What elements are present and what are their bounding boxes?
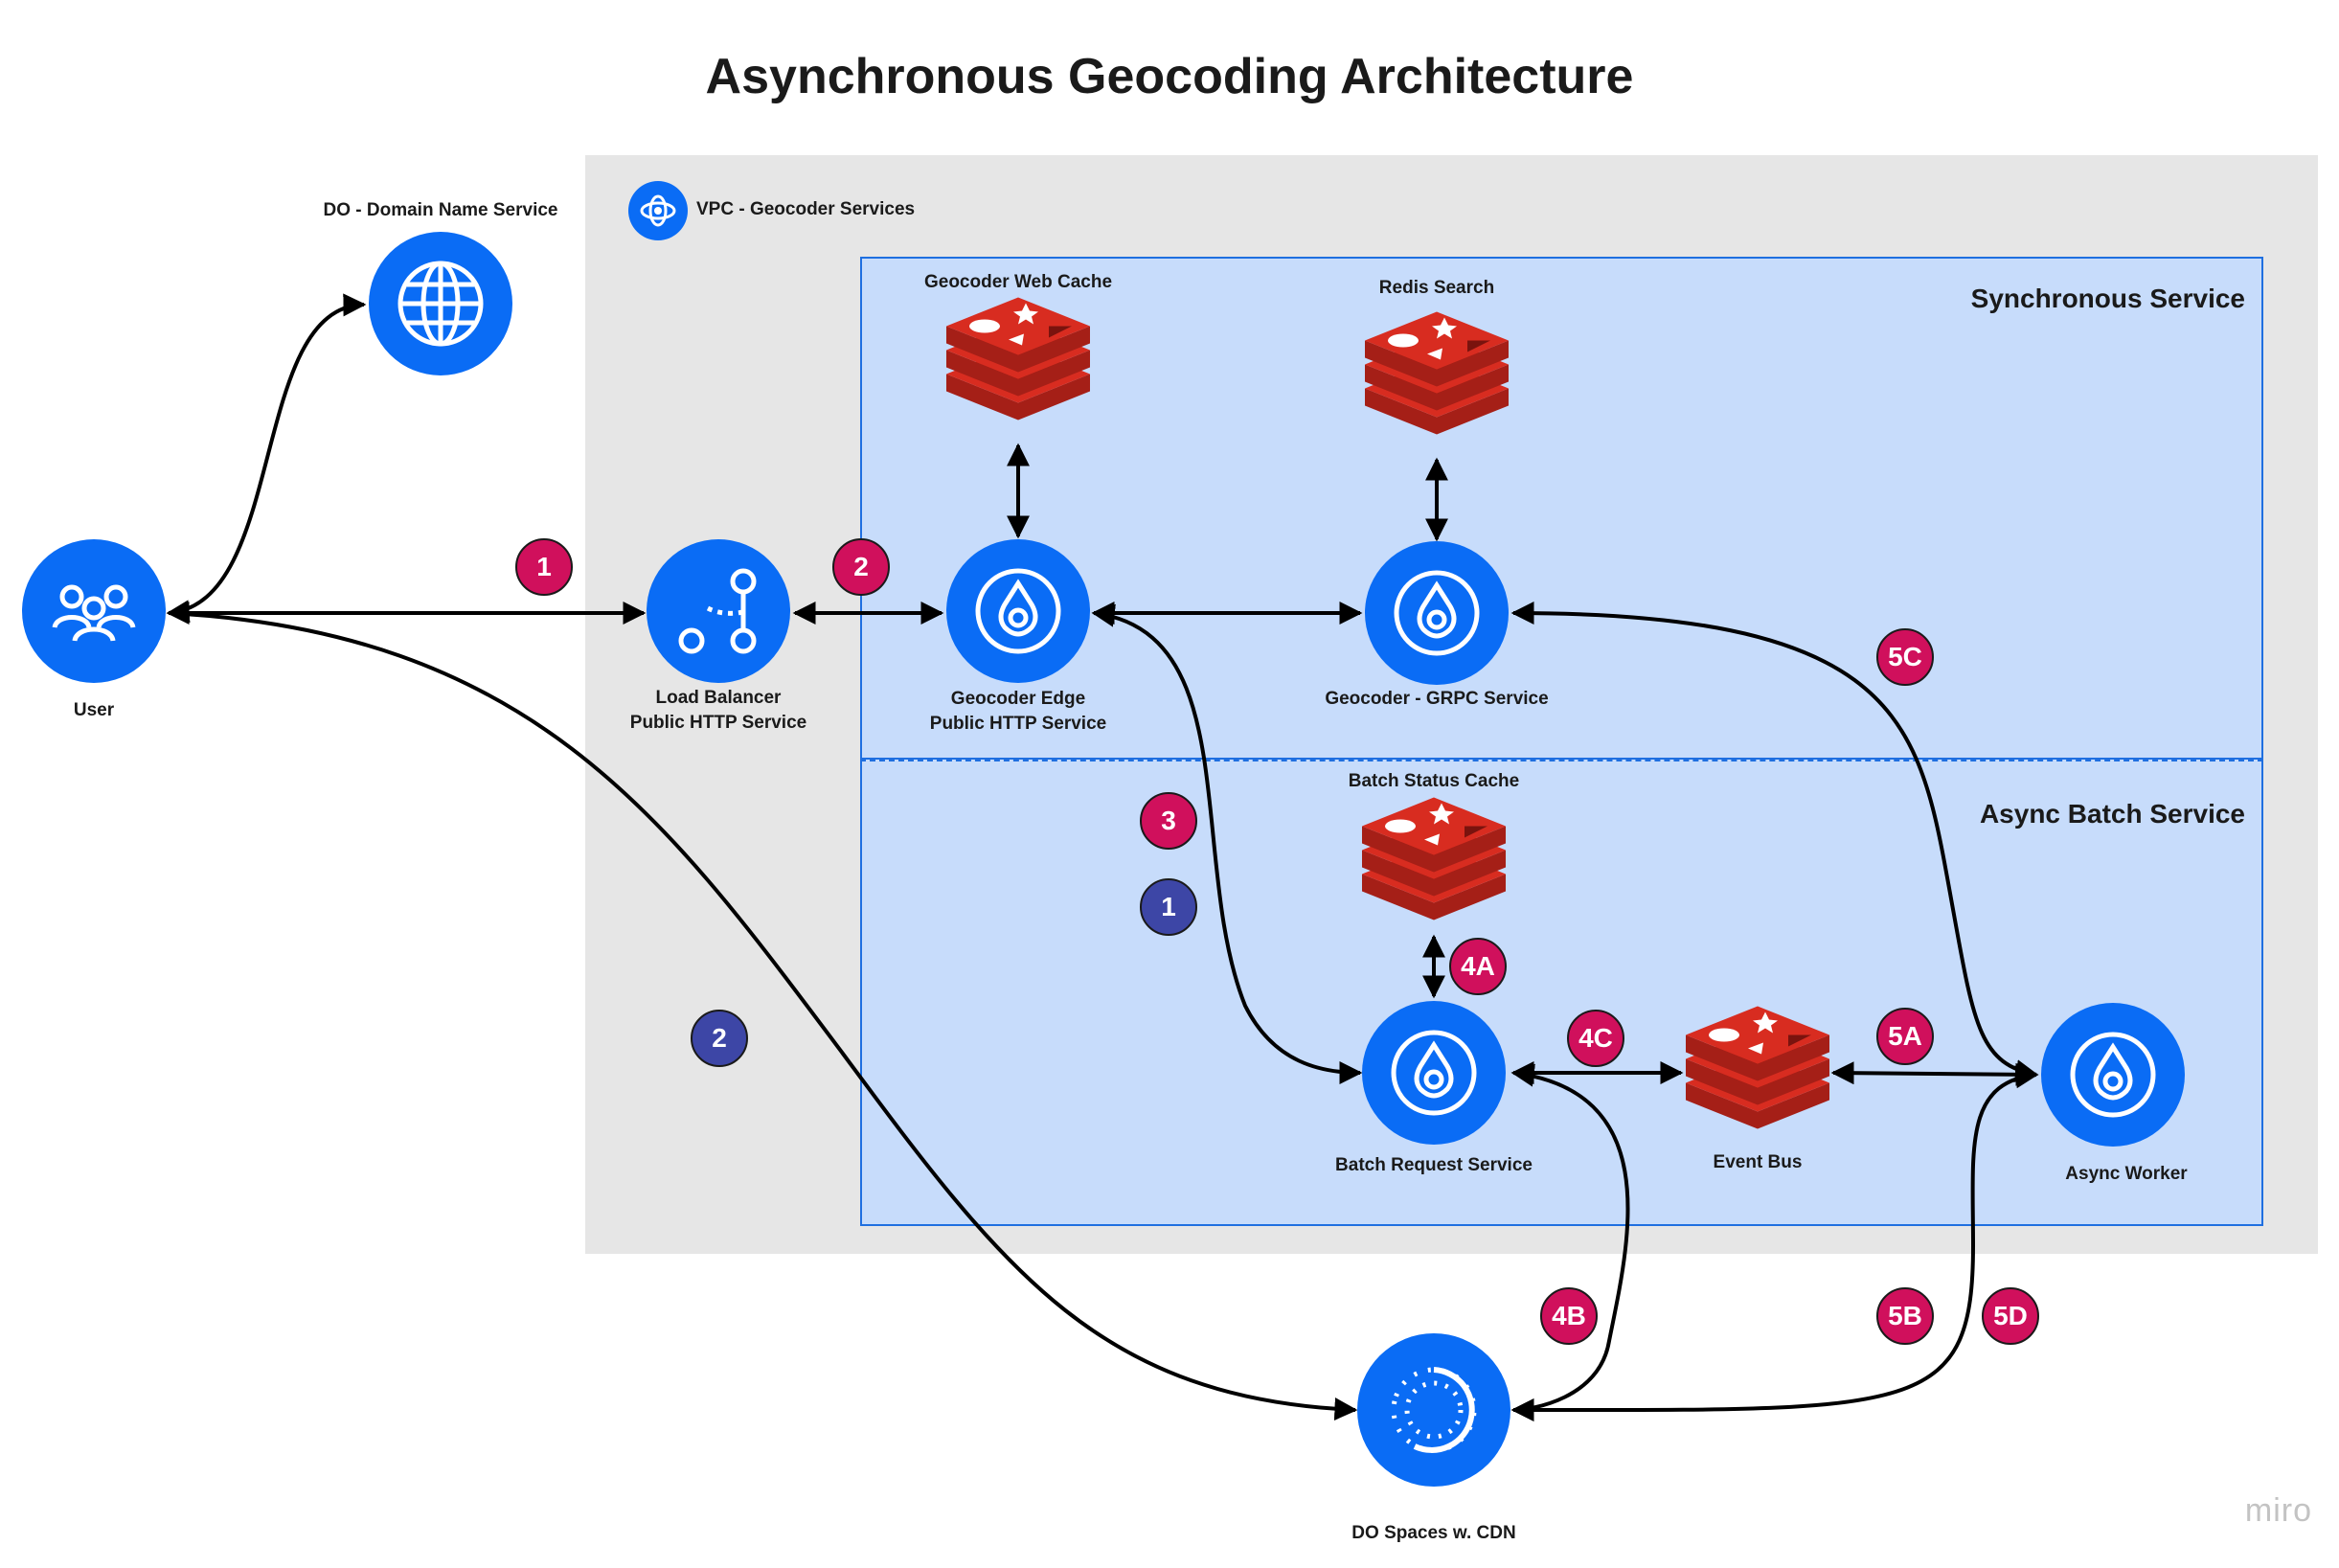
async-step-badge-2: 2 (691, 1010, 748, 1067)
batch-request-icon[interactable] (1362, 1001, 1506, 1145)
geocoder-edge-icon[interactable] (946, 539, 1090, 683)
batch-status-cache-redis-icon[interactable] (1357, 797, 1510, 927)
load-balancer-label-line2: Public HTTP Service (629, 713, 807, 733)
step-badge-4b: 4B (1540, 1287, 1598, 1345)
vpc-icon (628, 181, 688, 240)
spaces-cdn-icon[interactable] (1357, 1333, 1510, 1487)
batch-request-label: Batch Request Service (1335, 1155, 1533, 1175)
synchronous-service-label: Synchronous Service (1970, 284, 2245, 313)
arrow-batch-spaces (1510, 1063, 1630, 1421)
arrow-user-spaces (168, 611, 1358, 1421)
arrow-edge-batch (1091, 603, 1363, 1084)
load-balancer-icon[interactable] (647, 539, 790, 683)
geocoder-grpc-label: Geocoder - GRPC Service (1325, 689, 1549, 709)
load-balancer-label-line1: Load Balancer (655, 688, 782, 708)
globe-icon[interactable] (369, 232, 512, 375)
step-badge-4c: 4C (1567, 1010, 1624, 1067)
geocoder-edge-label: Geocoder Edge Public HTTP Service (930, 687, 1106, 737)
step-badge-2: 2 (832, 538, 890, 596)
async-worker-icon[interactable] (2041, 1003, 2185, 1147)
arrow-eventbus-worker (1830, 1061, 2039, 1086)
async-worker-label: Async Worker (2065, 1164, 2188, 1184)
arrow-user-dns (166, 293, 367, 624)
step-badge-4a: 4A (1449, 938, 1507, 995)
load-balancer-label: Load Balancer Public HTTP Service (630, 686, 806, 736)
spaces-cdn-label: DO Spaces w. CDN (1351, 1523, 1516, 1543)
arrow-grpc-worker (1510, 602, 2039, 1082)
redis-search-icon[interactable] (1360, 311, 1513, 442)
step-badge-1: 1 (515, 538, 573, 596)
event-bus-redis-icon[interactable] (1681, 1006, 1834, 1136)
page-title: Asynchronous Geocoding Architecture (705, 49, 1634, 104)
batch-status-cache-label: Batch Status Cache (1348, 771, 1520, 791)
geocoder-grpc-icon[interactable] (1365, 541, 1509, 685)
web-cache-redis-icon[interactable] (942, 297, 1095, 427)
step-badge-5c: 5C (1876, 628, 1934, 686)
geocoder-edge-label-line1: Geocoder Edge (950, 689, 1086, 709)
web-cache-label: Geocoder Web Cache (923, 272, 1113, 292)
user-label: User (73, 700, 115, 720)
event-bus-label: Event Bus (1713, 1152, 1803, 1172)
step-badge-5a: 5A (1876, 1008, 1934, 1065)
step-badge-3: 3 (1140, 792, 1197, 850)
geocoder-edge-label-line2: Public HTTP Service (929, 714, 1107, 734)
async-step-badge-1: 1 (1140, 878, 1197, 936)
step-badge-5d: 5D (1982, 1287, 2039, 1345)
user-icon[interactable] (22, 539, 166, 683)
dns-label: DO - Domain Name Service (323, 200, 558, 220)
arrow-worker-spaces (1510, 1065, 2039, 1422)
redis-search-label: Redis Search (1378, 278, 1495, 298)
miro-watermark: miro (2244, 1492, 2312, 1529)
vpc-label: VPC - Geocoder Services (696, 199, 916, 219)
step-badge-5b: 5B (1876, 1287, 1934, 1345)
